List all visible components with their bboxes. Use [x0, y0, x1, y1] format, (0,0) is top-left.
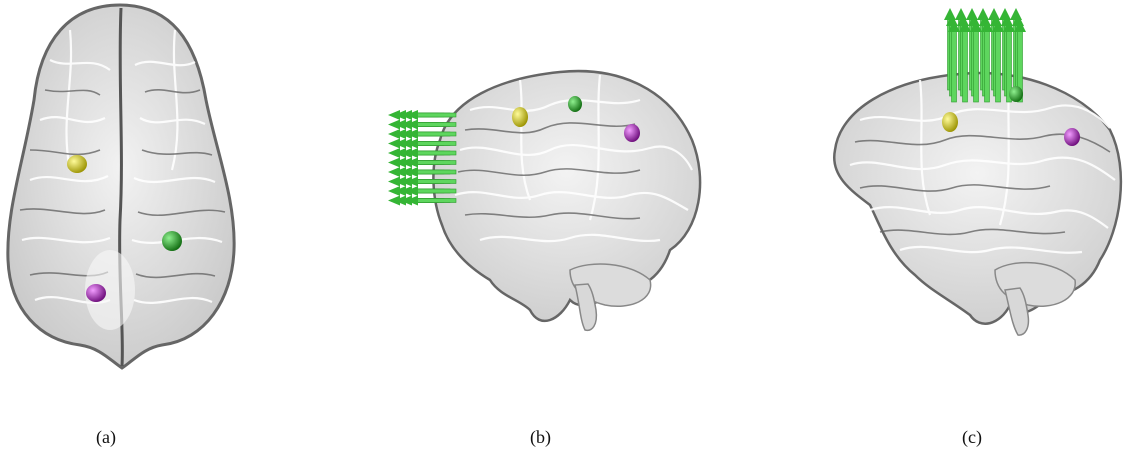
stimulus-arrow-shaft — [416, 142, 456, 146]
stimulus-arrow-shaft — [416, 199, 456, 203]
stimulus-arrow-shaft — [416, 189, 456, 193]
stimulus-arrow-shaft — [952, 30, 957, 102]
stimulus-arrow-shaft — [416, 170, 456, 174]
marker-green — [1009, 86, 1023, 102]
stimulus-arrow-shaft — [416, 132, 456, 136]
marker-yellow — [67, 155, 87, 173]
stimulus-arrow-shaft — [416, 151, 456, 155]
marker-magenta — [86, 284, 106, 302]
stimulus-arrow-shaft — [416, 161, 456, 165]
stimulus-arrow-shaft — [996, 30, 1001, 102]
stimulus-arrow-shaft — [416, 180, 456, 184]
stimulus-arrow-shaft — [963, 30, 968, 102]
marker-green — [568, 96, 582, 112]
marker-magenta — [624, 124, 640, 142]
brain-outline — [834, 73, 1121, 324]
stimulus-arrow-shaft — [974, 30, 979, 102]
stimulus-arrow-shaft — [985, 30, 990, 102]
caption-a: (a) — [96, 427, 116, 448]
panel-a: (a) — [0, 0, 280, 454]
brain-side-view — [370, 0, 720, 400]
caption-b: (b) — [530, 427, 551, 448]
stimulus-arrow-shaft — [416, 113, 456, 117]
stimulus-arrow-shaft — [416, 123, 456, 127]
marker-magenta — [1064, 128, 1080, 146]
panel-b: (b) — [370, 0, 720, 454]
marker-green — [162, 231, 182, 251]
panel-c: (c) — [820, 0, 1133, 454]
brain-top-view — [0, 0, 280, 400]
marker-yellow — [512, 107, 528, 127]
caption-c: (c) — [962, 427, 982, 448]
brain-oblique-view — [820, 0, 1133, 400]
marker-yellow — [942, 112, 958, 132]
